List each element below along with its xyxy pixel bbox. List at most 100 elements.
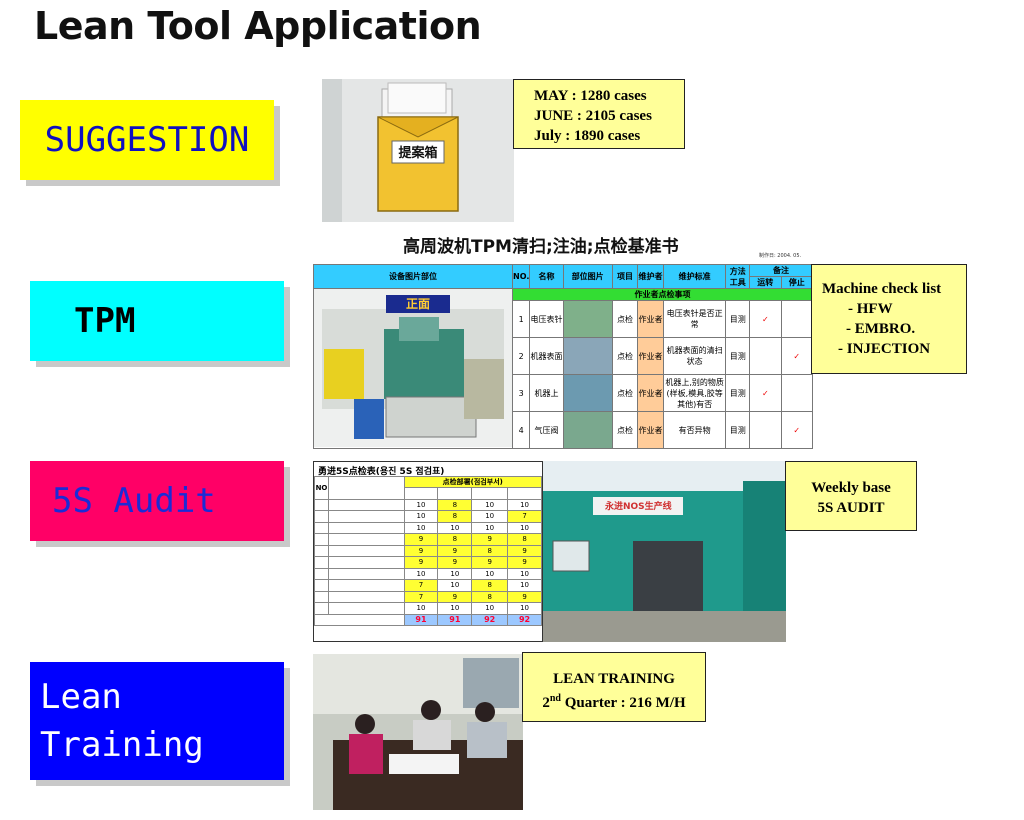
table-row: 2 机器表面 点检 作业者 机器表面的清扫状态 目测 ✓	[314, 337, 813, 375]
5s-score-cell: 8	[437, 510, 473, 523]
5s-score-cell: 10	[403, 602, 439, 615]
tpm-header-maintainer: 维护者	[637, 264, 664, 289]
lean-training-hours: 2nd Quarter : 216 M/H	[542, 693, 686, 711]
part-photo	[562, 374, 613, 412]
page-title: Lean Tool Application	[34, 4, 482, 48]
tpm-header-stop: 停止	[780, 276, 813, 289]
5s-score-cell: 10	[403, 510, 439, 523]
5s-score-cell: 10	[403, 498, 439, 511]
lean-training-label-line1: Lean	[40, 677, 122, 717]
checklist-hfw: - HFW	[848, 301, 893, 317]
5s-score-cell: 9	[507, 590, 542, 603]
tpm-band: 作业者点检事项	[512, 288, 813, 301]
tpm-header-tool: 方法工具	[725, 264, 751, 289]
5s-score-cell: 9	[507, 544, 542, 557]
part-photo	[562, 337, 613, 375]
5s-score-cell: 8	[471, 544, 509, 557]
5s-audit-text: 5S AUDIT	[817, 500, 885, 516]
table-row: 4 气压阀 点检 作业者 有否异物 目测 ✓	[314, 411, 813, 449]
tpm-header-item: 项目	[611, 264, 639, 289]
tpm-header-part-photo: 部位图片	[562, 264, 613, 289]
5s-score-cell: 10	[437, 579, 473, 592]
5s-score-cell: 10	[471, 567, 509, 580]
tpm-sheet-date: 制作日: 2004. 05.	[759, 253, 802, 259]
lean-training-title: LEAN TRAINING	[553, 671, 675, 687]
tpm-header-no: NO.	[511, 264, 531, 289]
factory-sign: 永进NOS生产线	[605, 502, 672, 512]
5s-score-cell: 8	[471, 590, 509, 603]
table-row: 3 机器上 点检 作业者 机器上,别的物质(样板,模具,胶等其他)有否 目测 ✓	[314, 374, 813, 412]
5s-score-cell: 10	[507, 579, 542, 592]
5s-score-cell: 8	[471, 579, 509, 592]
factory-building-photo: 永进NOS生产线	[543, 461, 786, 642]
5s-score-cell: 10	[507, 521, 542, 534]
5s-audit-label: 5S Audit	[30, 461, 284, 541]
factory-illustration	[543, 461, 786, 642]
tpm-header-standard: 维护标准	[662, 264, 727, 289]
5s-score-cell: 9	[403, 556, 439, 569]
5s-score-cell: 9	[471, 556, 509, 569]
5s-score-cell: 10	[437, 521, 473, 534]
tpm-header-remark: 备注	[749, 264, 813, 277]
5s-score-cell: 10	[471, 510, 509, 523]
5s-weekly-note: Weekly base 5S AUDIT	[785, 461, 917, 531]
training-session-photo	[313, 654, 523, 810]
5s-score-cell: 9	[507, 556, 542, 569]
table-row: 1 电压表针 点检 作业者 电压表针是否正常 目测 ✓	[314, 300, 813, 338]
5s-score-cell: 10	[471, 498, 509, 511]
5s-score-cell: 9	[437, 544, 473, 557]
5s-score-cell: 8	[437, 498, 473, 511]
lean-training-label: Lean Training	[30, 662, 284, 780]
5s-score-cell: 10	[507, 602, 542, 615]
5s-score-cell: 8	[437, 533, 473, 546]
lean-training-note: LEAN TRAINING 2nd Quarter : 216 M/H	[522, 652, 706, 722]
5s-score-cell: 7	[403, 579, 439, 592]
5s-total-2: 91	[437, 613, 473, 626]
tpm-header-name: 名称	[529, 264, 564, 289]
check-mark: ✓	[780, 411, 813, 449]
tpm-table: 设备图片部位 NO. 名称 部位图片 项目 维护者 维护标准 方法工具 备注 运…	[313, 264, 813, 449]
part-photo	[562, 300, 613, 338]
suggestion-box-illustration	[322, 79, 514, 222]
stat-june: JUNE : 2105 cases	[534, 108, 652, 124]
checklist-title: Machine check list	[822, 281, 942, 297]
tpm-standard-sheet: 高周波机TPM清扫;注油;点检基准书 制作日: 2004. 05. 设备图片部位…	[313, 232, 813, 449]
training-illustration	[313, 654, 523, 810]
5s-score-cell: 9	[403, 544, 439, 557]
check-mark: ✓	[780, 337, 813, 375]
suggestion-box-sign: 提案箱	[398, 146, 438, 161]
5s-score-cell: 9	[403, 533, 439, 546]
tpm-front-label: 正面	[386, 295, 450, 313]
tpm-sheet-title: 高周波机TPM清扫;注油;点检基准书	[403, 237, 679, 257]
5s-score-cell: 9	[437, 556, 473, 569]
5s-score-cell: 7	[403, 590, 439, 603]
5s-col-header: 点检部署(점검부서)	[403, 476, 542, 488]
machine-illustration	[314, 289, 512, 447]
5s-score-cell: 8	[507, 533, 542, 546]
5s-total-3: 92	[471, 613, 509, 626]
check-mark: ✓	[749, 374, 782, 412]
5s-score-cell: 9	[471, 533, 509, 546]
tpm-header-photo: 设备图片部位	[313, 264, 513, 289]
5s-score-cell: 9	[437, 590, 473, 603]
tpm-checklist-note: Machine check list - HFW - EMBRO. - INJE…	[811, 264, 967, 374]
5s-score-cell: 10	[437, 567, 473, 580]
tpm-header-run: 运转	[749, 276, 782, 289]
5s-score-cell: 7	[507, 510, 542, 523]
5s-score-cell: 10	[403, 521, 439, 534]
5s-score-cell: 10	[471, 521, 509, 534]
5s-score-cell: 10	[471, 602, 509, 615]
suggestion-box-photo: 提案箱	[322, 79, 514, 222]
5s-sheet-title: 勇进5S点检表(용진 5S 점검표)	[318, 467, 445, 477]
5s-score-cell: 10	[507, 498, 542, 511]
